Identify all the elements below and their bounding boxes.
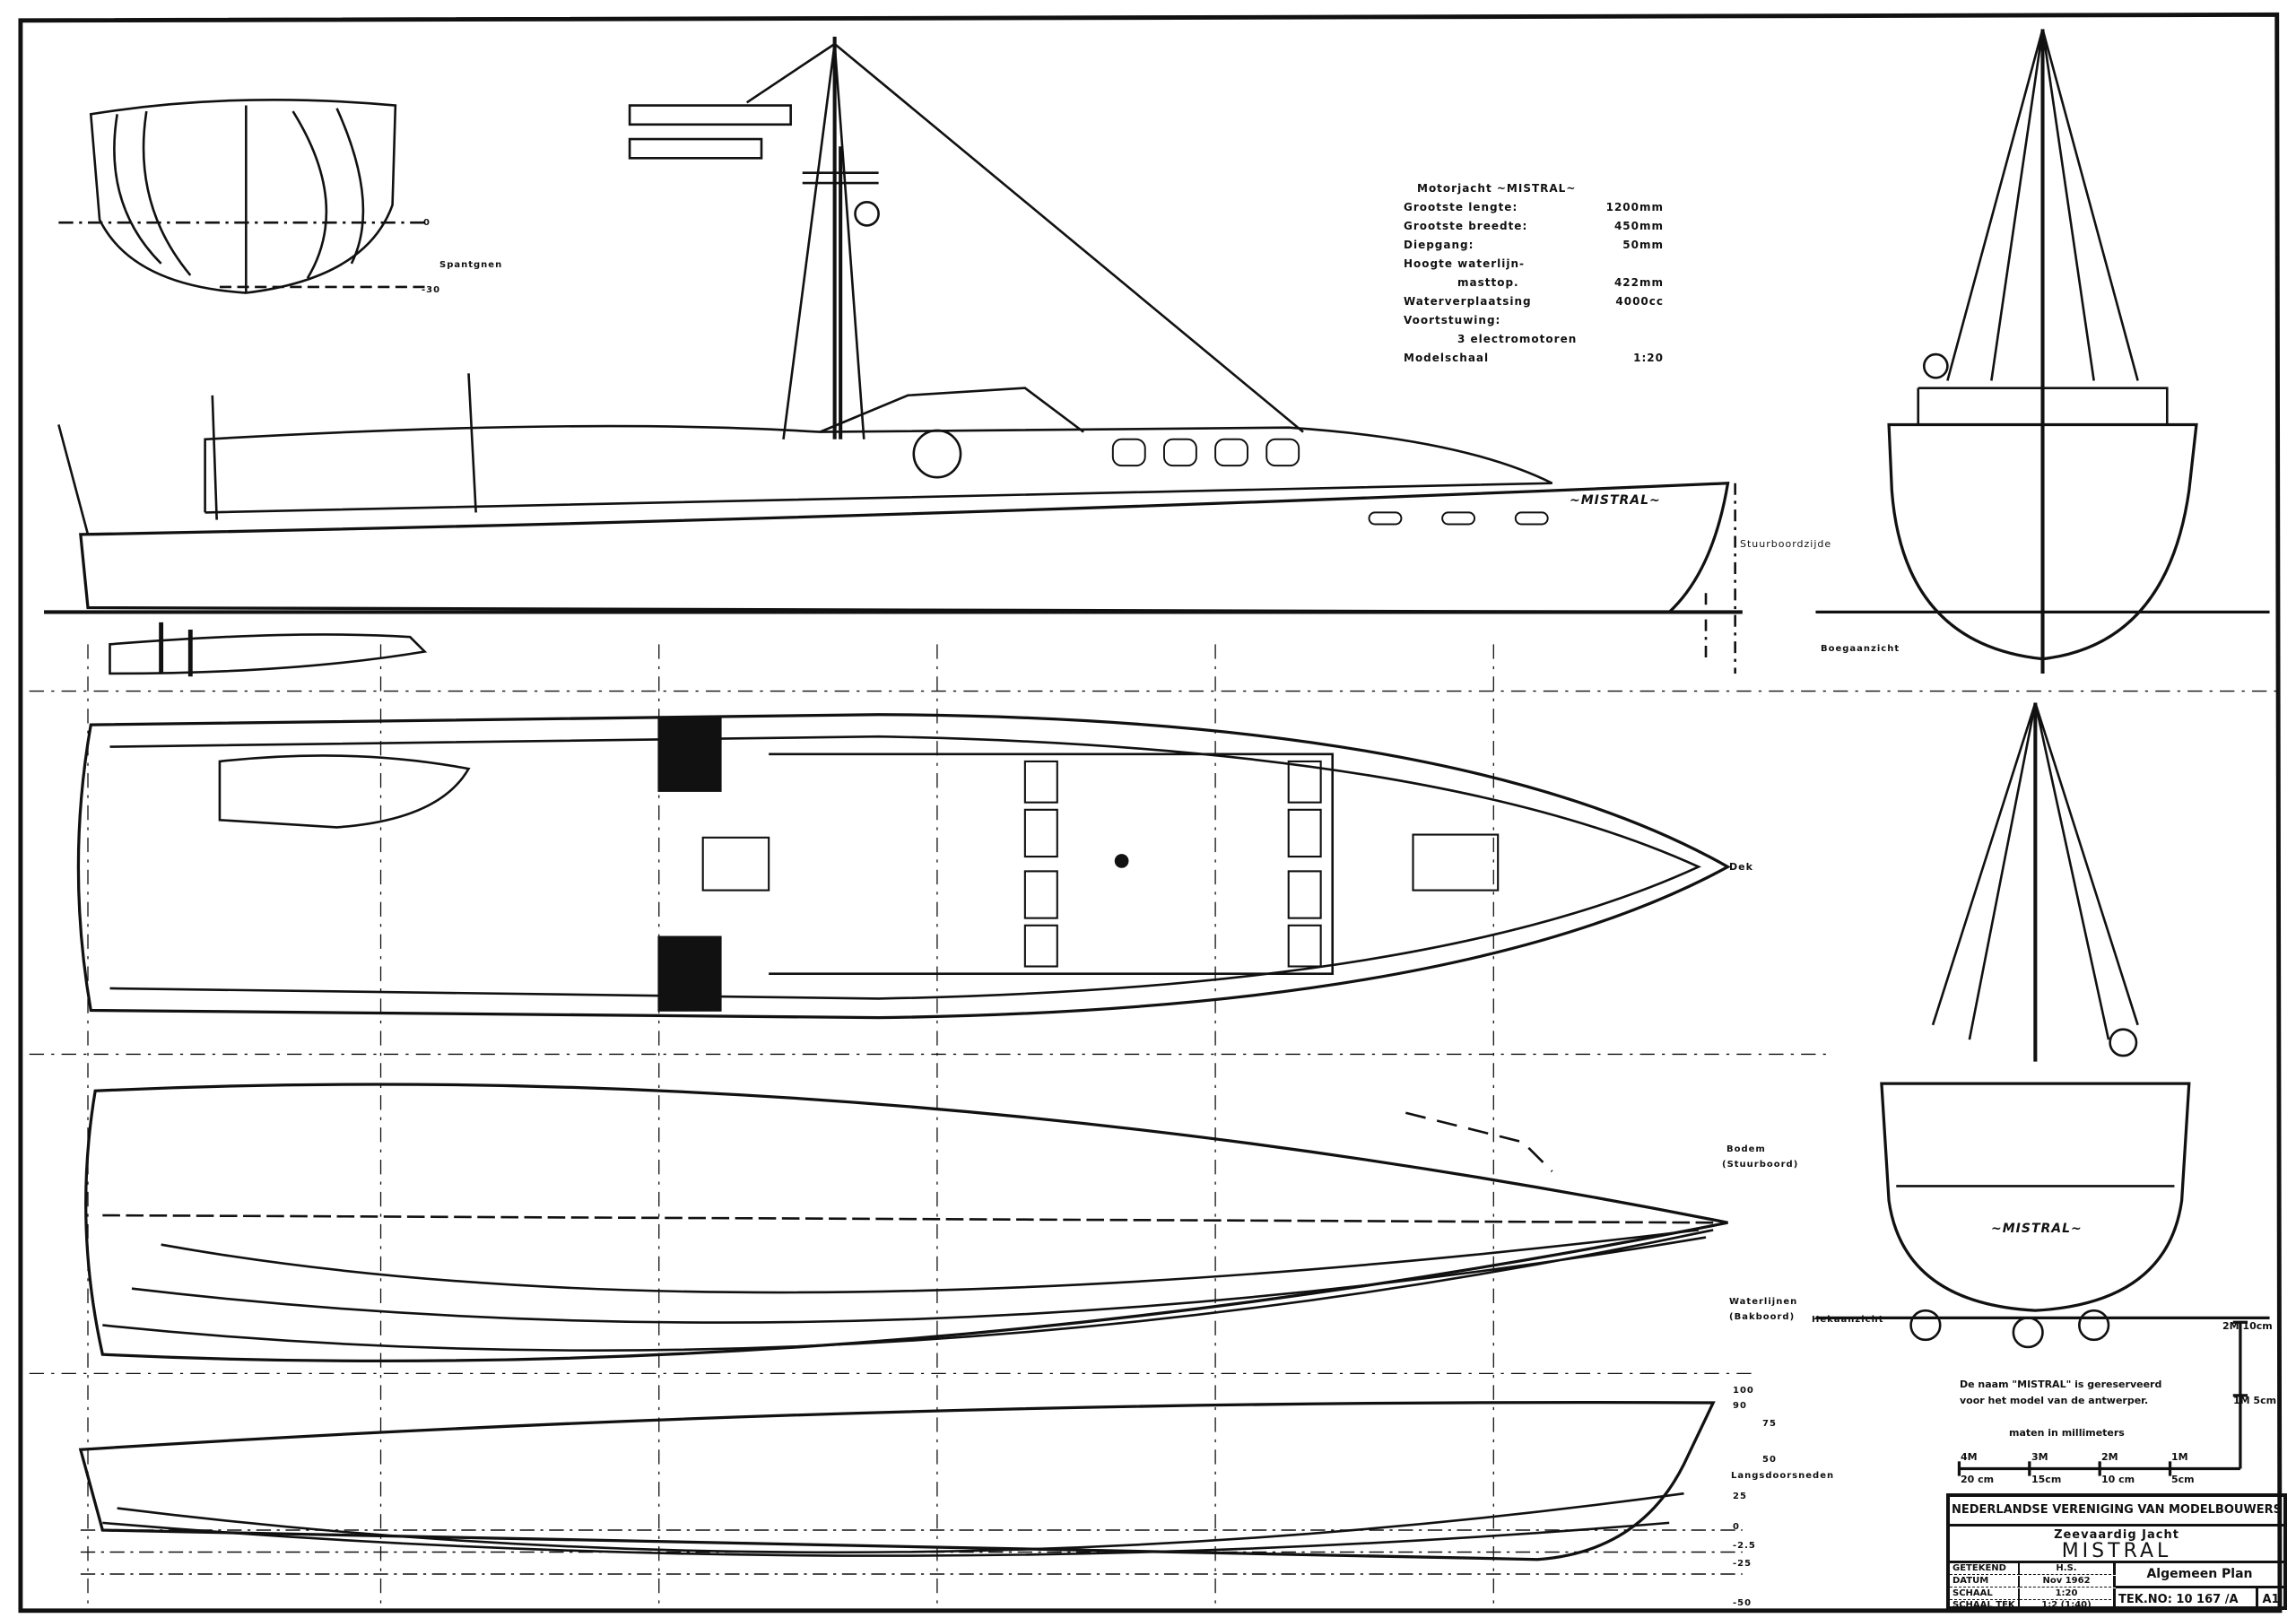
spec-value: 4000cc: [1615, 295, 1664, 308]
spec-label: Diepgang:: [1404, 239, 1474, 251]
field-label: DATUM: [1950, 1576, 2020, 1588]
body-plan: [58, 98, 425, 294]
scale-label: 2M 10cm: [2222, 1320, 2273, 1332]
field-label: SCHAAL: [1950, 1588, 2020, 1600]
body-plan-zero: 0: [423, 218, 430, 228]
spec-row: masttop. 422mm: [1404, 274, 1664, 292]
spec-label: Waterverplaatsing: [1404, 295, 1532, 308]
spec-row: Grootste breedte: 450mm: [1404, 217, 1664, 236]
bow-view: [1815, 29, 2270, 674]
organisation: NEDERLANDSE VERENIGING VAN MODELBOUWERS: [1950, 1497, 2283, 1527]
stern-view-label: Hekaanzicht: [1812, 1315, 1884, 1325]
side-profile: [44, 373, 1743, 677]
plan-title: Algemeen Plan: [2116, 1563, 2283, 1588]
specifications: Motorjacht ~MISTRAL~ Grootste lengte: 120…: [1404, 179, 1664, 368]
title-fields: GETEKEND H.S. DATUM Nov 1962 SCHAAL 1:20…: [1950, 1563, 2283, 1612]
lines-plan: [84, 1083, 1728, 1363]
bottom-view-label: Bodem: [1726, 1144, 1766, 1154]
body-plan-label: Spantgnen: [439, 260, 503, 270]
scale-label: 5cm: [2171, 1474, 2195, 1485]
drawing-number: TEK.NO: 10 167 /A A1: [2116, 1588, 2283, 1612]
body-plan-value: -30: [422, 285, 441, 295]
hull-name: ~MISTRAL~: [1570, 493, 1661, 508]
spec-label: 3 electromotoren: [1457, 333, 1578, 345]
vessel-name-block: Zeevaardig Jacht MISTRAL: [1950, 1527, 2283, 1563]
station-mark: 75: [1762, 1419, 1777, 1429]
station-mark: 0: [1733, 1522, 1740, 1532]
field-value: Nov 1962: [2020, 1576, 2116, 1588]
spec-label: Hoogte waterlijn-: [1404, 257, 1526, 270]
bottom-view-sublabel: (Stuurboord): [1722, 1160, 1799, 1170]
station-mark: 50: [1762, 1455, 1777, 1465]
spec-value: 1:20: [1633, 352, 1664, 364]
field-value: 1:20: [2020, 1588, 2116, 1600]
scale-label: 15cm: [2031, 1474, 2062, 1485]
field-value: H.S.: [2020, 1563, 2116, 1575]
field-value: 1:2 (1:40): [2020, 1600, 2116, 1612]
field-label: SCHAAL TEK: [1950, 1600, 2020, 1612]
spec-label: masttop.: [1457, 276, 1519, 289]
longitudinal-sections: [78, 1400, 1743, 1575]
spec-label: Voortstuwing:: [1404, 314, 1501, 326]
spec-row: Modelschaal 1:20: [1404, 349, 1664, 368]
tek-no-label: TEK.NO:: [2118, 1593, 2172, 1606]
name-reservation-note: De naam "MISTRAL" is gereserveerd voor h…: [1960, 1377, 2161, 1441]
spec-row: Diepgang: 50mm: [1404, 236, 1664, 255]
waterlines-sublabel: (Bakboord): [1729, 1312, 1796, 1322]
waterlines-label: Waterlijnen: [1729, 1297, 1798, 1307]
scale-label: 3M: [2031, 1451, 2048, 1463]
spec-label: Grootste breedte:: [1404, 220, 1528, 232]
stern-view: [1815, 702, 2270, 1349]
station-mark: 90: [1733, 1401, 1747, 1411]
scale-bar: [1957, 1320, 2248, 1476]
scale-label: 4M: [1961, 1451, 1978, 1463]
note-line: De naam "MISTRAL" is gereserveerd: [1960, 1379, 2162, 1390]
scale-label: 1M: [2171, 1451, 2188, 1463]
scale-label: 2M: [2101, 1451, 2118, 1463]
spec-label: Modelschaal: [1404, 352, 1490, 364]
mast-side: [628, 36, 1304, 439]
side-view-label: Stuurboordzijde: [1740, 538, 1832, 550]
sheet-size: A1: [2262, 1593, 2280, 1606]
sections-label: Langsdoorsneden: [1731, 1471, 1835, 1481]
station-mark: -2.5: [1733, 1541, 1756, 1551]
units-note: maten in millimeters: [2009, 1427, 2125, 1439]
spec-row: Grootste lengte: 1200mm: [1404, 198, 1664, 217]
vessel-name: MISTRAL: [2061, 1540, 2172, 1562]
title-block: NEDERLANDSE VERENIGING VAN MODELBOUWERS …: [1946, 1493, 2287, 1612]
spec-row: Hoogte waterlijn-: [1404, 255, 1664, 274]
note-line: voor het model van de antwerper.: [1960, 1395, 2149, 1406]
spec-row: Waterverplaatsing 4000cc: [1404, 292, 1664, 311]
tek-no: 10 167 /A: [2176, 1593, 2239, 1606]
construction-lines: [29, 644, 2284, 1611]
spec-row: 3 electromotoren: [1404, 330, 1664, 349]
deck-view-label: Dek: [1729, 861, 1753, 873]
scale-label: 20 cm: [1961, 1474, 1995, 1485]
stern-hull-name: ~MISTRAL~: [1991, 1222, 2083, 1236]
sheet-border: [18, 12, 2283, 1614]
field-label: GETEKEND: [1950, 1563, 2020, 1575]
station-mark: 25: [1733, 1492, 1747, 1501]
station-mark: -25: [1733, 1559, 1752, 1569]
station-mark: -50: [1733, 1598, 1752, 1608]
bow-view-label: Boegaanzicht: [1821, 644, 1900, 654]
spec-value: 1200mm: [1605, 201, 1664, 213]
deck-plan: [76, 713, 1731, 1020]
spec-value: 50mm: [1622, 239, 1664, 251]
station-mark: 100: [1733, 1386, 1754, 1396]
vessel-type: Zeevaardig Jacht: [2054, 1528, 2179, 1542]
scale-label: 10 cm: [2101, 1474, 2135, 1485]
spec-row: Voortstuwing:: [1404, 311, 1664, 330]
spec-value: 422mm: [1613, 276, 1664, 289]
specs-title: Motorjacht ~MISTRAL~: [1417, 182, 1577, 195]
scale-label: 1M 5cm: [2233, 1395, 2277, 1406]
spec-value: 450mm: [1613, 220, 1664, 232]
spec-label: Grootste lengte:: [1404, 201, 1518, 213]
